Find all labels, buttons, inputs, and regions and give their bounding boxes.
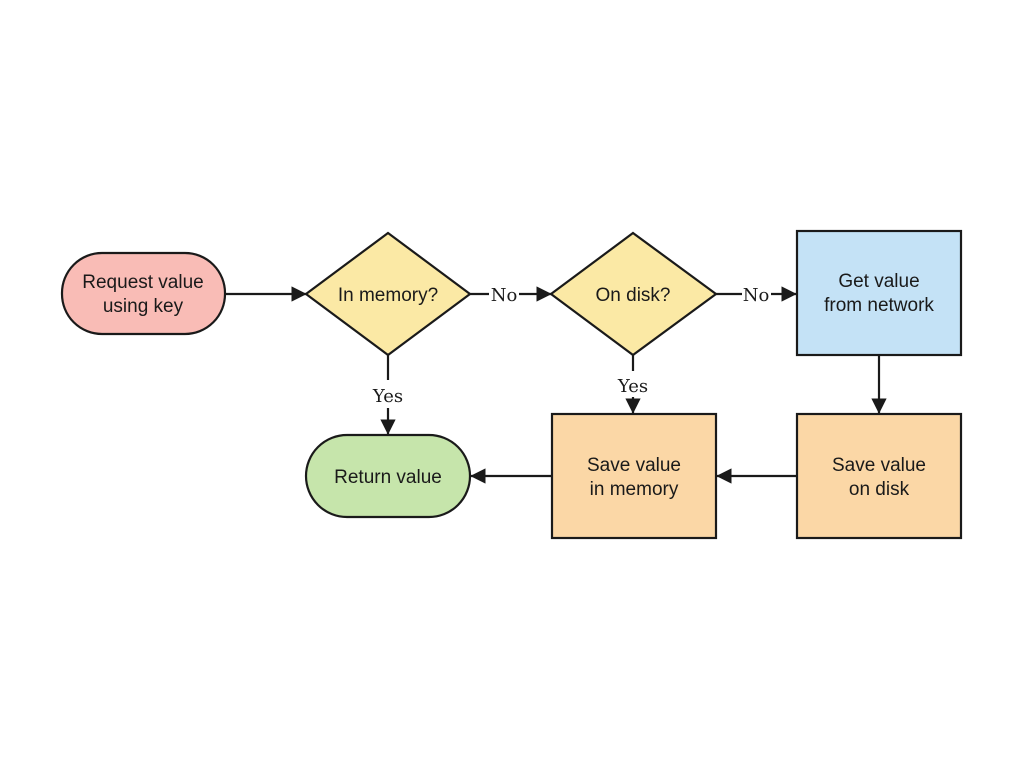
node-label-line1: Request value xyxy=(82,272,203,293)
decision-shape xyxy=(304,231,472,357)
terminal-shape xyxy=(304,433,472,519)
process-label-line1: Get value xyxy=(838,271,919,292)
edge-label-memory-yes: Yes xyxy=(372,386,403,407)
node-request-value: Request value using key xyxy=(60,251,227,336)
node-return-value: Return value xyxy=(304,433,472,519)
process-label-line1: Save value xyxy=(832,455,926,476)
decision-label: In memory? xyxy=(338,285,438,306)
process-save-in-memory: Save value in memory xyxy=(550,412,718,540)
edge-label-disk-yes: Yes xyxy=(617,376,648,397)
process-label-line2: on disk xyxy=(849,479,910,500)
process-save-on-disk: Save value on disk xyxy=(795,412,963,540)
decision-in-memory: In memory? xyxy=(304,231,472,357)
edge-label-memory-no: No xyxy=(491,285,518,306)
node-label: Return value xyxy=(334,467,442,488)
process-get-from-network: Get value from network xyxy=(795,229,963,357)
process-shape xyxy=(550,412,718,540)
terminal-shape xyxy=(60,251,227,336)
process-label-line1: Save value xyxy=(587,455,681,476)
process-label-line2: from network xyxy=(824,295,934,316)
process-shape xyxy=(795,229,963,357)
decision-on-disk: On disk? xyxy=(549,231,718,357)
process-shape xyxy=(795,412,963,540)
process-label-line2: in memory xyxy=(590,479,679,500)
decision-label: On disk? xyxy=(596,285,671,306)
node-label-line2: using key xyxy=(103,296,184,317)
decision-shape xyxy=(549,231,718,357)
edge-label-disk-no: No xyxy=(743,285,770,306)
